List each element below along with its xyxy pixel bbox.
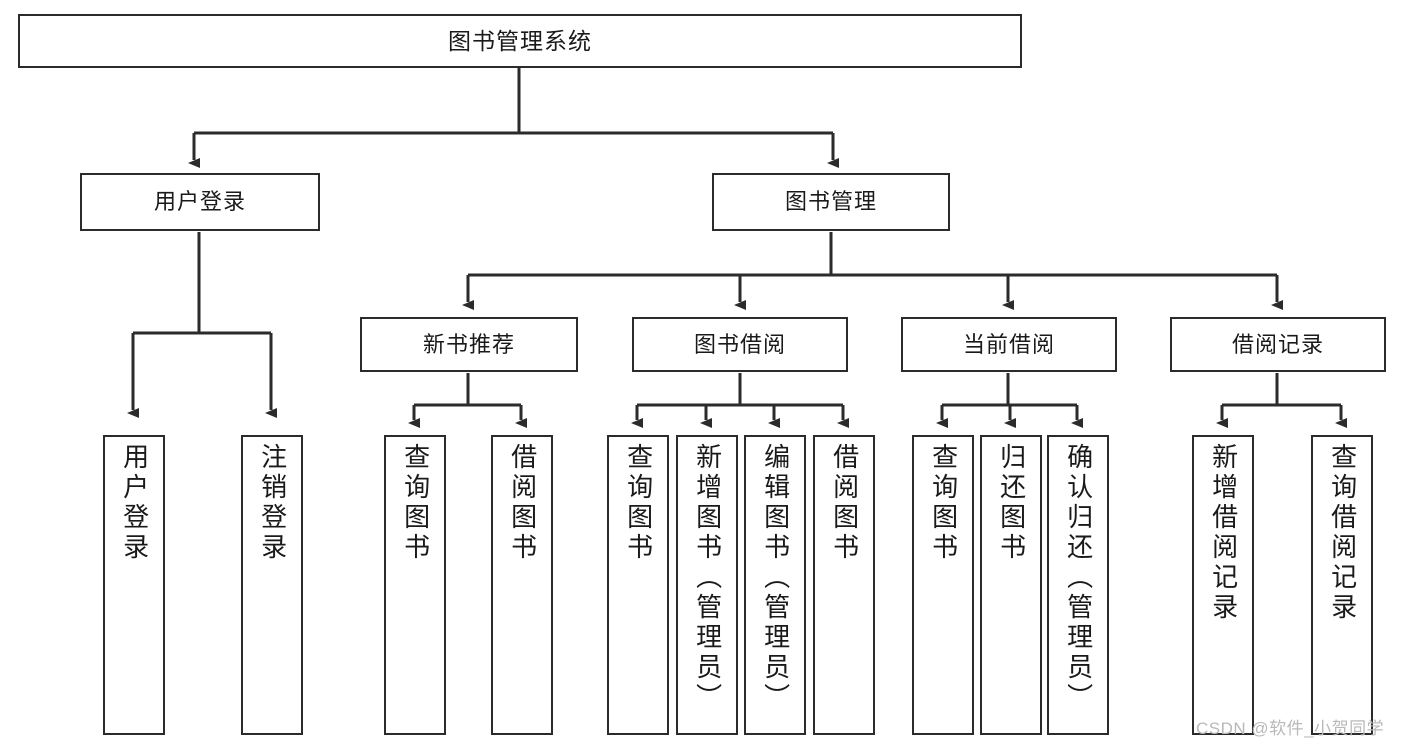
node-label: 新书推荐 xyxy=(422,331,515,357)
node-label: 当前借阅 xyxy=(962,331,1055,357)
leaf-current-borrow-query-book[interactable]: 查询图书 xyxy=(912,435,974,735)
node-label: 编辑图书（管理员） xyxy=(760,443,791,713)
node-label: 归还图书 xyxy=(996,443,1027,563)
leaf-current-borrow-confirm-return-admin[interactable]: 确认归还（管理员） xyxy=(1047,435,1109,735)
node-label: 确认归还（管理员） xyxy=(1063,443,1094,713)
leaf-user-login-login[interactable]: 用户登录 xyxy=(103,435,165,735)
leaf-new-book-borrow-book[interactable]: 借阅图书 xyxy=(491,435,553,735)
node-user-login[interactable]: 用户登录 xyxy=(80,173,320,231)
node-label: 借阅图书 xyxy=(829,443,860,563)
node-label: 图书管理系统 xyxy=(448,27,592,54)
leaf-borrow-record-add-record[interactable]: 新增借阅记录 xyxy=(1192,435,1254,735)
node-label: 查询借阅记录 xyxy=(1327,443,1358,623)
leaf-user-login-logout[interactable]: 注销登录 xyxy=(241,435,303,735)
node-label: 查询图书 xyxy=(623,443,654,563)
leaf-book-borrow-add-book-admin[interactable]: 新增图书（管理员） xyxy=(676,435,738,735)
leaf-book-borrow-borrow-book[interactable]: 借阅图书 xyxy=(813,435,875,735)
leaf-current-borrow-return-book[interactable]: 归还图书 xyxy=(980,435,1042,735)
leaf-book-borrow-edit-book-admin[interactable]: 编辑图书（管理员） xyxy=(744,435,806,735)
node-book-borrow[interactable]: 图书借阅 xyxy=(632,317,848,372)
node-label: 用户登录 xyxy=(153,189,246,215)
node-label: 查询图书 xyxy=(928,443,959,563)
node-label: 新增借阅记录 xyxy=(1208,443,1239,623)
node-label: 借阅图书 xyxy=(507,443,538,563)
leaf-borrow-record-query-record[interactable]: 查询借阅记录 xyxy=(1311,435,1373,735)
node-label: 图书借阅 xyxy=(693,331,786,357)
node-label: 注销登录 xyxy=(257,443,288,563)
node-label: 图书管理 xyxy=(784,189,877,215)
node-label: 新增图书（管理员） xyxy=(692,443,723,713)
leaf-book-borrow-query-book[interactable]: 查询图书 xyxy=(607,435,669,735)
node-root-book-management-system[interactable]: 图书管理系统 xyxy=(18,14,1022,68)
node-current-borrow[interactable]: 当前借阅 xyxy=(901,317,1117,372)
leaf-new-book-query-book[interactable]: 查询图书 xyxy=(384,435,446,735)
node-borrow-record[interactable]: 借阅记录 xyxy=(1170,317,1386,372)
node-new-book-recommend[interactable]: 新书推荐 xyxy=(360,317,578,372)
node-label: 借阅记录 xyxy=(1231,331,1324,357)
node-label: 查询图书 xyxy=(400,443,431,563)
node-label: 用户登录 xyxy=(119,443,150,563)
node-book-management[interactable]: 图书管理 xyxy=(712,173,950,231)
